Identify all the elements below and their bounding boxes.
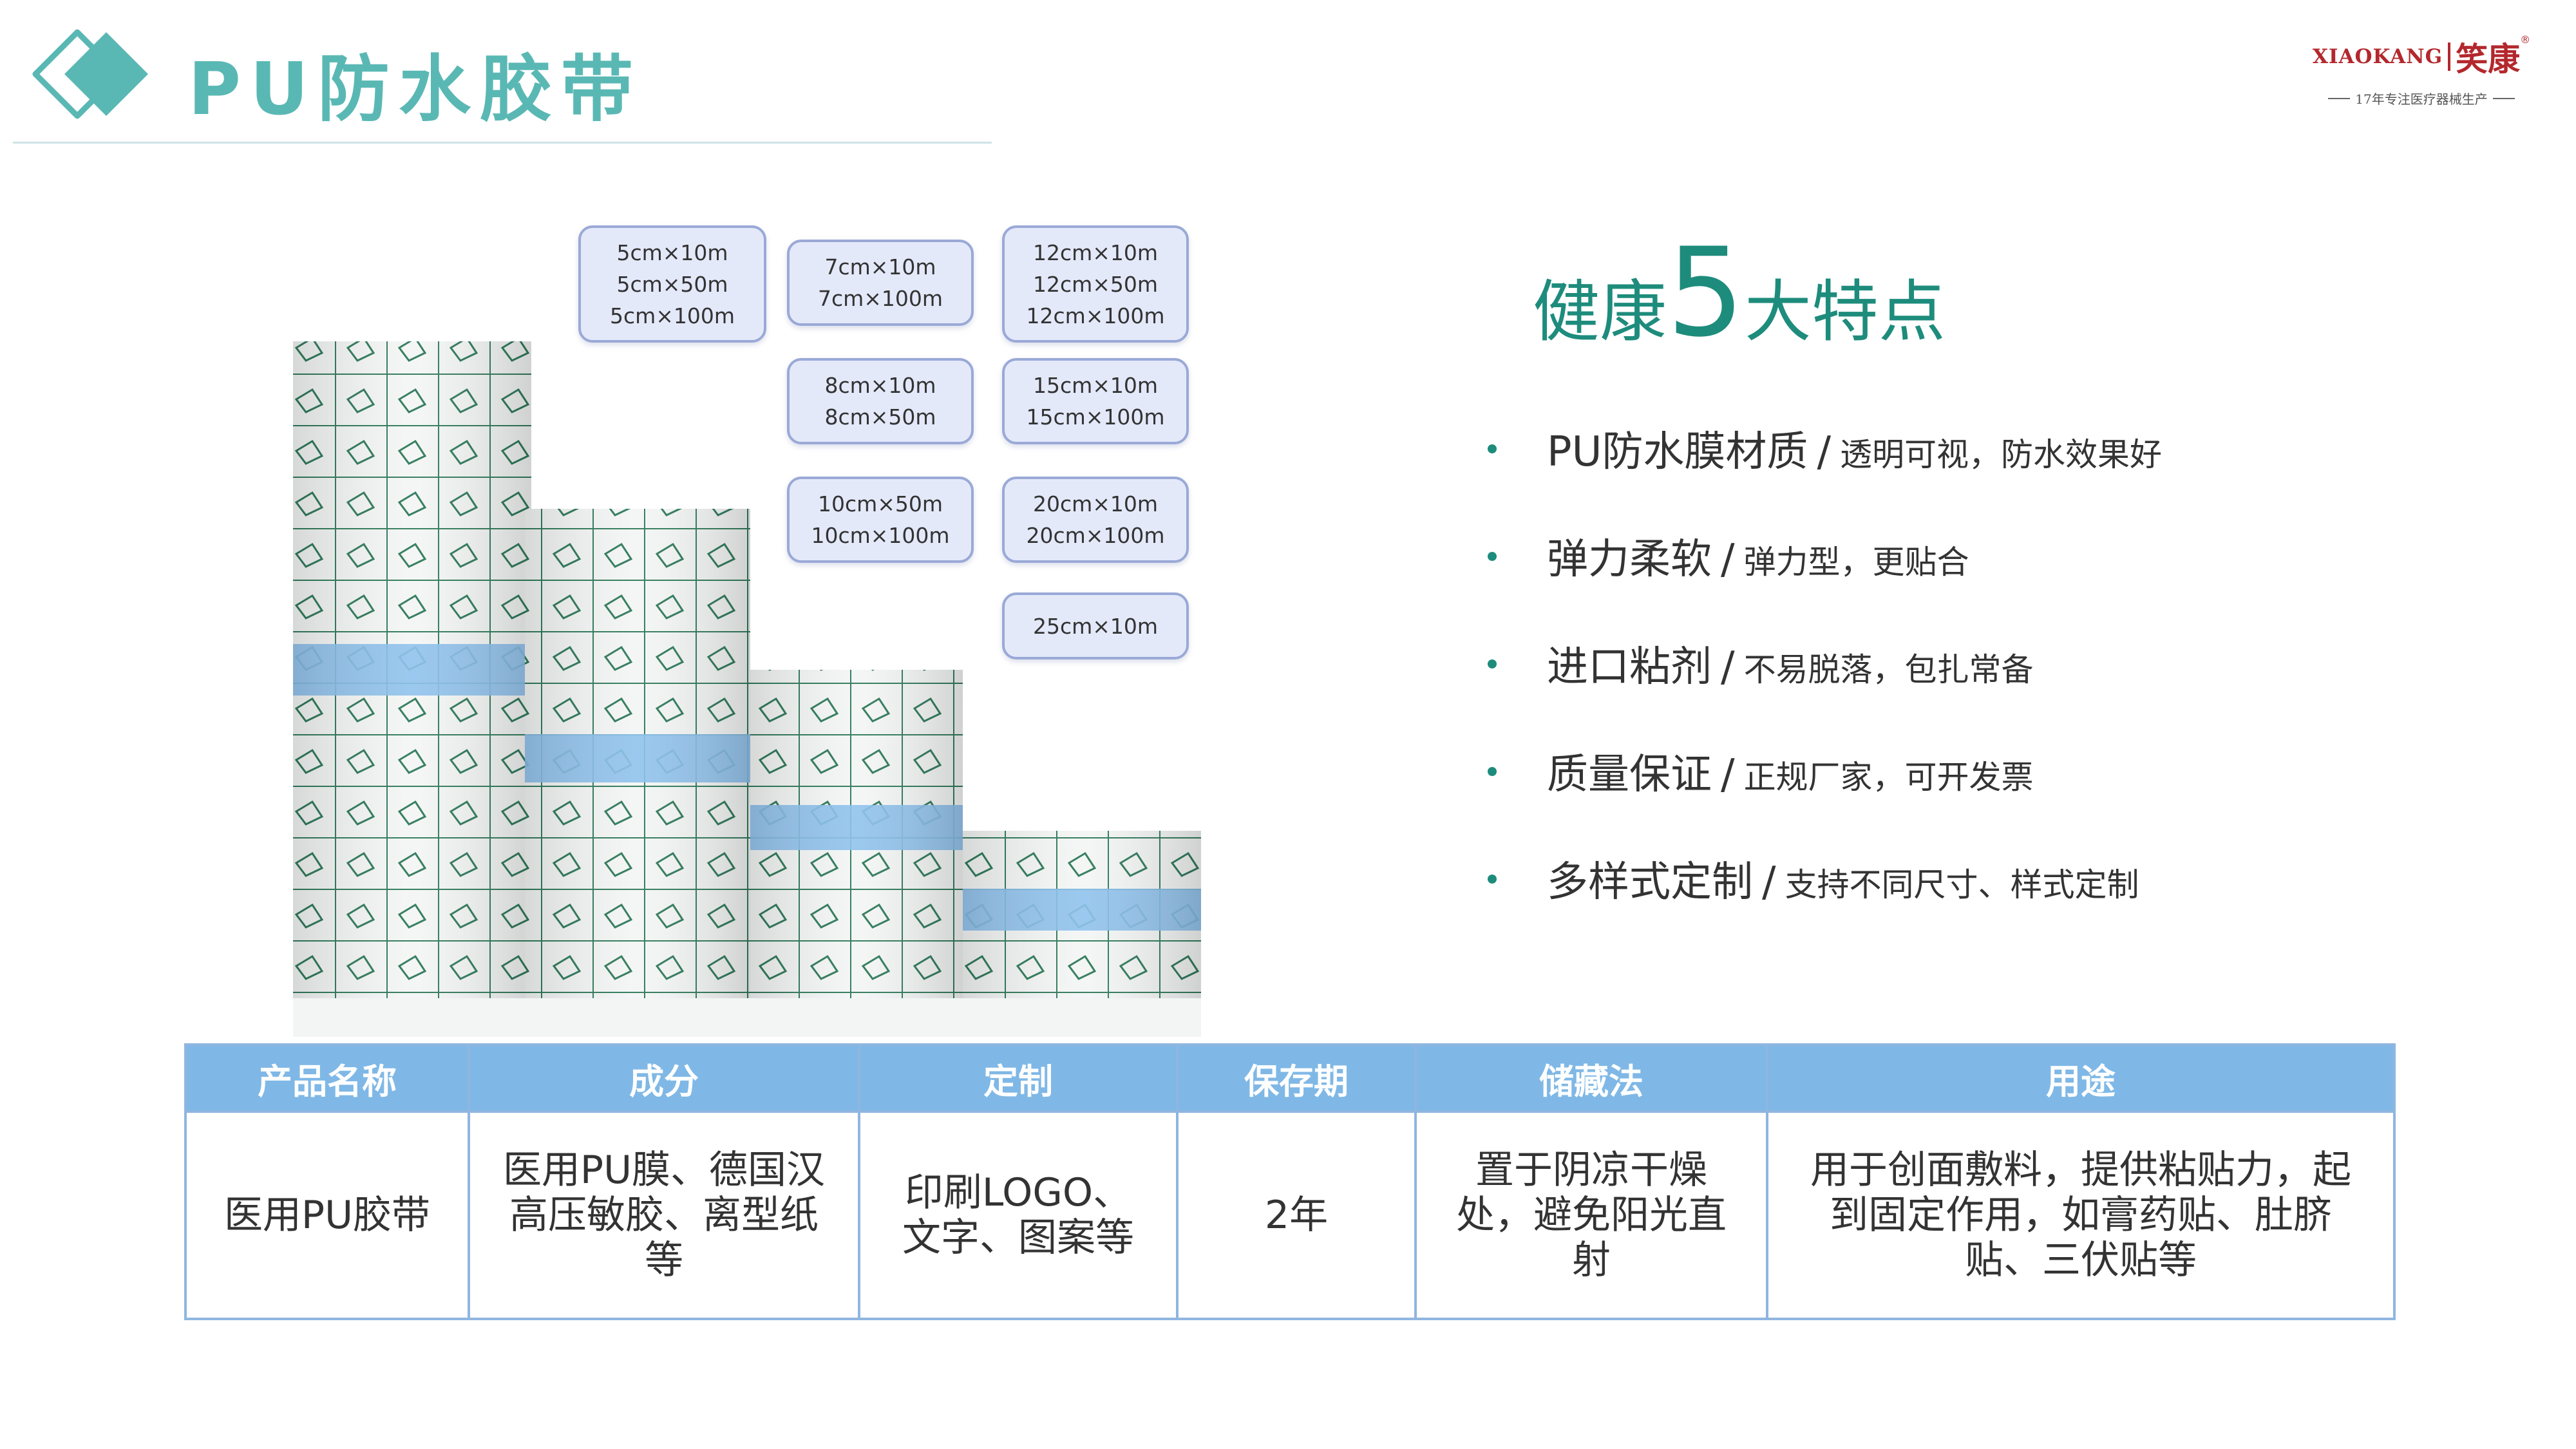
feature-item: 多样式定制/支持不同尺寸、样式定制 bbox=[1488, 849, 2454, 956]
feature-item: PU防水膜材质/透明可视，防水效果好 bbox=[1488, 419, 2454, 526]
size-box-10cm: 10cm×50m 10cm×100m bbox=[787, 477, 974, 563]
bullet-dot bbox=[1488, 444, 1497, 453]
logo-tagline: 17年专注医疗器械生产 bbox=[2355, 91, 2488, 107]
brand-logo: XIAOKANG 笑康 ® 17年专注医疗器械生产 bbox=[2299, 33, 2544, 117]
bullet-dot bbox=[1488, 659, 1497, 668]
table-header-cell: 定制 bbox=[858, 1043, 1179, 1113]
table-cell: 医用PU胶带 bbox=[184, 1110, 470, 1320]
table-header-row: 产品名称 成分 定制 保存期 储藏法 用途 bbox=[184, 1043, 2396, 1113]
features-list: PU防水膜材质/透明可视，防水效果好 弹力柔软/弹力型，更贴合 进口粘剂/不易脱… bbox=[1488, 419, 2454, 956]
feature-item: 质量保证/正规厂家，可开发票 bbox=[1488, 741, 2454, 849]
feature-item: 进口粘剂/不易脱落，包扎常备 bbox=[1488, 634, 2454, 741]
logo-registered-mark: ® bbox=[2520, 33, 2531, 46]
size-box-12cm: 12cm×10m 12cm×50m 12cm×100m bbox=[1002, 225, 1189, 343]
table-header-cell: 成分 bbox=[468, 1043, 860, 1113]
size-box-5cm: 5cm×10m 5cm×50m 5cm×100m bbox=[578, 225, 766, 343]
page-title: PU防水胶带 bbox=[188, 48, 643, 131]
table-header-cell: 储藏法 bbox=[1414, 1043, 1768, 1113]
product-rolls-image bbox=[293, 341, 1201, 1037]
title-diamond-icon bbox=[32, 29, 148, 119]
size-box-15cm: 15cm×10m 15cm×100m bbox=[1002, 358, 1189, 444]
bullet-dot bbox=[1488, 767, 1497, 776]
spec-table: 产品名称 成分 定制 保存期 储藏法 用途 医用PU胶带 医用PU膜、德国汉高压… bbox=[184, 1043, 2396, 1320]
logo-divider bbox=[2448, 43, 2451, 71]
logo-cn-text: 笑康 bbox=[2456, 40, 2521, 78]
features-heading: 健康5大特点 bbox=[1533, 222, 1946, 364]
logo-en-text: XIAOKANG bbox=[2312, 45, 2443, 68]
bullet-dot bbox=[1488, 875, 1497, 884]
size-box-25cm: 25cm×10m bbox=[1002, 592, 1189, 659]
size-box-20cm: 20cm×10m 20cm×100m bbox=[1002, 477, 1189, 563]
table-header-cell: 保存期 bbox=[1176, 1043, 1417, 1113]
table-header-cell: 用途 bbox=[1766, 1043, 2396, 1113]
table-cell: 印刷LOGO、文字、图案等 bbox=[858, 1110, 1179, 1320]
table-cell: 用于创面敷料，提供粘贴力，起到固定作用，如膏药贴、肚脐贴、三伏贴等 bbox=[1766, 1110, 2396, 1320]
bullet-dot bbox=[1488, 552, 1497, 561]
table-cell: 置于阴凉干燥处，避免阳光直射 bbox=[1414, 1110, 1768, 1320]
table-header-cell: 产品名称 bbox=[184, 1043, 470, 1113]
features-count: 5 bbox=[1667, 222, 1745, 364]
table-row: 医用PU胶带 医用PU膜、德国汉高压敏胶、离型纸等 印刷LOGO、文字、图案等 … bbox=[184, 1110, 2396, 1320]
table-cell: 2年 bbox=[1176, 1110, 1417, 1320]
size-box-8cm: 8cm×10m 8cm×50m bbox=[787, 358, 974, 444]
feature-item: 弹力柔软/弹力型，更贴合 bbox=[1488, 526, 2454, 634]
table-cell: 医用PU膜、德国汉高压敏胶、离型纸等 bbox=[468, 1110, 860, 1320]
title-divider bbox=[13, 142, 992, 144]
size-box-7cm: 7cm×10m 7cm×100m bbox=[787, 240, 974, 326]
